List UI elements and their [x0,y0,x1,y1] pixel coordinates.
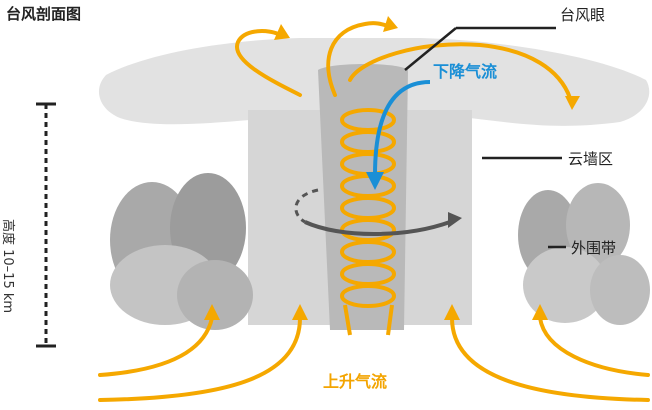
rotation-arrow [294,188,462,236]
downdraft-arrow [366,80,431,190]
downdraft-label: 下降气流 [433,62,498,81]
right-rainband-clouds [518,183,650,325]
updraft-label: 上升气流 [323,372,388,391]
outflow-arrows [235,16,580,110]
height-scale-label: 高度 10–15 km [0,219,15,314]
inflow-arrows [98,304,650,402]
eyewall-label: 云墙区 [568,150,614,168]
diagram-title: 台风剖面图 [6,5,82,23]
eye-label: 台风眼 [560,6,606,24]
height-scale [36,102,56,348]
rainband-label: 外围带 [571,239,617,257]
left-rainband-clouds [110,173,253,330]
leader-lines [404,26,566,249]
